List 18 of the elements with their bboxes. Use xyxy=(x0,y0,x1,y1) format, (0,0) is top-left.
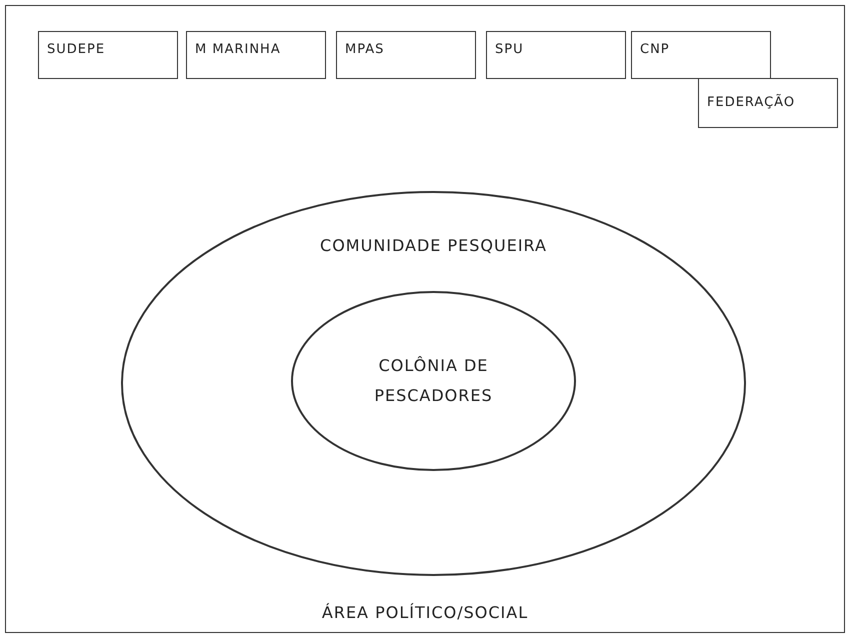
agency-box xyxy=(631,31,771,79)
agency-box xyxy=(698,78,838,128)
ellipse xyxy=(291,291,576,471)
agency-box xyxy=(486,31,626,79)
agency-label: SUDEPE xyxy=(47,42,106,57)
ellipse xyxy=(121,191,746,576)
area-label: ÁREA POLÍTICO/SOCIAL xyxy=(320,603,530,622)
agency-label: FEDERAÇÃO xyxy=(707,95,796,110)
agency-label: CNP xyxy=(640,42,670,57)
agency-box xyxy=(336,31,476,79)
agency-box xyxy=(186,31,326,79)
agency-label: M MARINHA xyxy=(195,42,281,57)
group-label: COLÔNIA DE PESCADORES xyxy=(373,355,494,407)
agency-box xyxy=(38,31,178,79)
agency-label: SPU xyxy=(495,42,524,57)
group-label: COMUNIDADE PESQUEIRA xyxy=(319,236,548,255)
agency-label: MPAS xyxy=(345,42,384,57)
area-frame xyxy=(5,5,845,633)
